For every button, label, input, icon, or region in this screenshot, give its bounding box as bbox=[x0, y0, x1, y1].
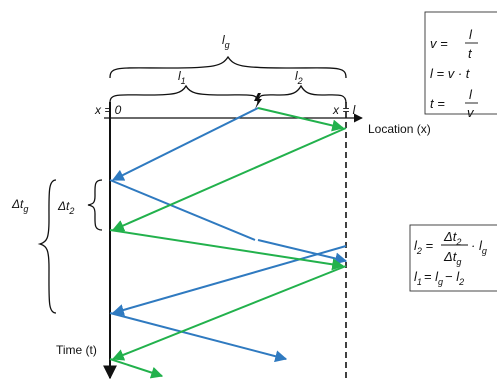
blue-wave-2 bbox=[109, 179, 256, 241]
l2-label: l2 bbox=[295, 69, 303, 86]
green-wave-2 bbox=[111, 127, 347, 232]
v-num: l bbox=[469, 27, 473, 42]
blue-wave-5 bbox=[109, 312, 288, 363]
green-wave-5 bbox=[109, 358, 164, 379]
location-label: Location (x) bbox=[368, 122, 431, 136]
green-wave-4 bbox=[111, 265, 347, 361]
dt2-brace bbox=[87, 179, 103, 231]
green-wave-1 bbox=[257, 107, 345, 132]
l1-brace bbox=[109, 84, 259, 104]
t-num: l bbox=[469, 87, 473, 102]
green-wave-3 bbox=[109, 229, 345, 271]
l1-label: l1 bbox=[178, 69, 186, 86]
l2-num: Δt2 bbox=[443, 229, 461, 247]
lg-brace bbox=[109, 55, 347, 79]
l2-formula: l2 = bbox=[414, 238, 434, 256]
l2-den: Δtg bbox=[443, 249, 461, 267]
formula-box-velocity: v = l t l = v · t t = l v bbox=[424, 11, 497, 120]
v-eq: v = bbox=[430, 36, 448, 51]
l2-tail: · lg bbox=[471, 238, 487, 256]
xl-label: x = l bbox=[332, 103, 356, 117]
dt2-label: Δt2 bbox=[57, 199, 74, 216]
time-label: Time (t) bbox=[56, 343, 97, 357]
x0-label: x = 0 bbox=[94, 103, 122, 117]
t-den: v bbox=[467, 105, 475, 120]
green-wave-group bbox=[109, 107, 347, 379]
l-eq: l = v · t bbox=[430, 66, 471, 81]
v-den: t bbox=[468, 46, 473, 61]
blue-wave-3 bbox=[257, 239, 348, 265]
lg-label: lg bbox=[222, 33, 230, 50]
l2-brace bbox=[257, 84, 347, 104]
l1-formula: l1= lg− l2 bbox=[414, 269, 464, 287]
blue-wave-group bbox=[109, 107, 348, 363]
lightning-bolt-icon bbox=[254, 93, 262, 109]
blue-wave-4 bbox=[111, 245, 347, 316]
dtg-label: Δtg bbox=[11, 197, 28, 214]
blue-wave-1 bbox=[111, 107, 259, 181]
t-eq: t = bbox=[430, 96, 445, 111]
dtg-brace bbox=[37, 179, 57, 314]
formula-box-distance: l2 = Δt2 Δtg · lg l1= lg− l2 bbox=[409, 224, 497, 292]
